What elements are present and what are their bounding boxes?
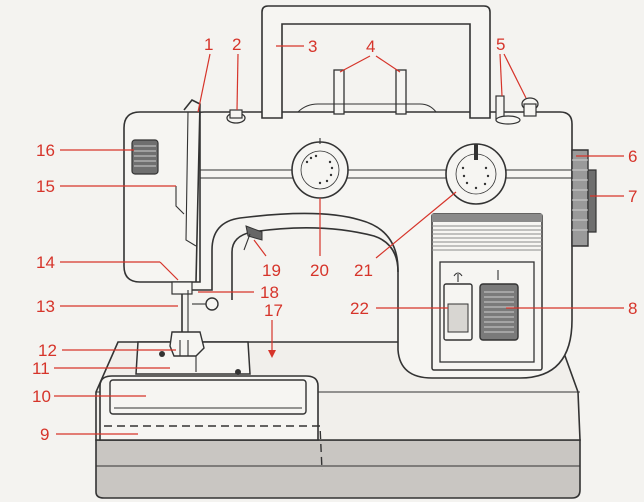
callout-7: 7 bbox=[628, 187, 637, 206]
callout-3: 3 bbox=[308, 37, 317, 56]
callout-20: 20 bbox=[310, 261, 329, 280]
hand-wheel bbox=[571, 149, 589, 247]
callout-13: 13 bbox=[36, 297, 55, 316]
callout-16: 16 bbox=[36, 141, 55, 160]
carry-handle bbox=[261, 5, 491, 119]
spool-pin-left bbox=[333, 69, 345, 115]
presser-lifter bbox=[245, 225, 263, 241]
callout-10: 10 bbox=[32, 387, 51, 406]
callout-14: 14 bbox=[36, 253, 55, 272]
callout-11: 11 bbox=[32, 359, 50, 378]
callout-1: 1 bbox=[204, 35, 213, 54]
tension-dial bbox=[131, 139, 159, 175]
head-cover bbox=[123, 111, 201, 283]
stitch-length-dial bbox=[291, 141, 349, 199]
extension-table-outline bbox=[104, 425, 323, 471]
callout-18: 18 bbox=[260, 283, 279, 302]
spool-pin-right bbox=[395, 69, 407, 115]
needle-clamp-screw bbox=[205, 297, 219, 311]
callout-15: 15 bbox=[36, 177, 55, 196]
accessory-box bbox=[109, 379, 307, 415]
callout-22: 22 bbox=[350, 299, 369, 318]
machine-base bbox=[95, 439, 581, 499]
callout-8: 8 bbox=[628, 299, 637, 318]
callout-labels: 1 2 3 4 5 6 7 8 9 10 11 12 bbox=[32, 35, 637, 444]
callout-21: 21 bbox=[354, 261, 373, 280]
callout-17: 17 bbox=[264, 301, 283, 320]
callout-12: 12 bbox=[38, 341, 57, 360]
callout-9: 9 bbox=[40, 425, 49, 444]
presser-foot bbox=[169, 331, 205, 357]
sewing-machine-illustration bbox=[95, 5, 597, 499]
callout-19: 19 bbox=[262, 261, 281, 280]
callout-6: 6 bbox=[628, 147, 637, 166]
callout-4: 4 bbox=[366, 37, 375, 56]
callout-2: 2 bbox=[232, 35, 241, 54]
callout-5: 5 bbox=[496, 35, 505, 54]
